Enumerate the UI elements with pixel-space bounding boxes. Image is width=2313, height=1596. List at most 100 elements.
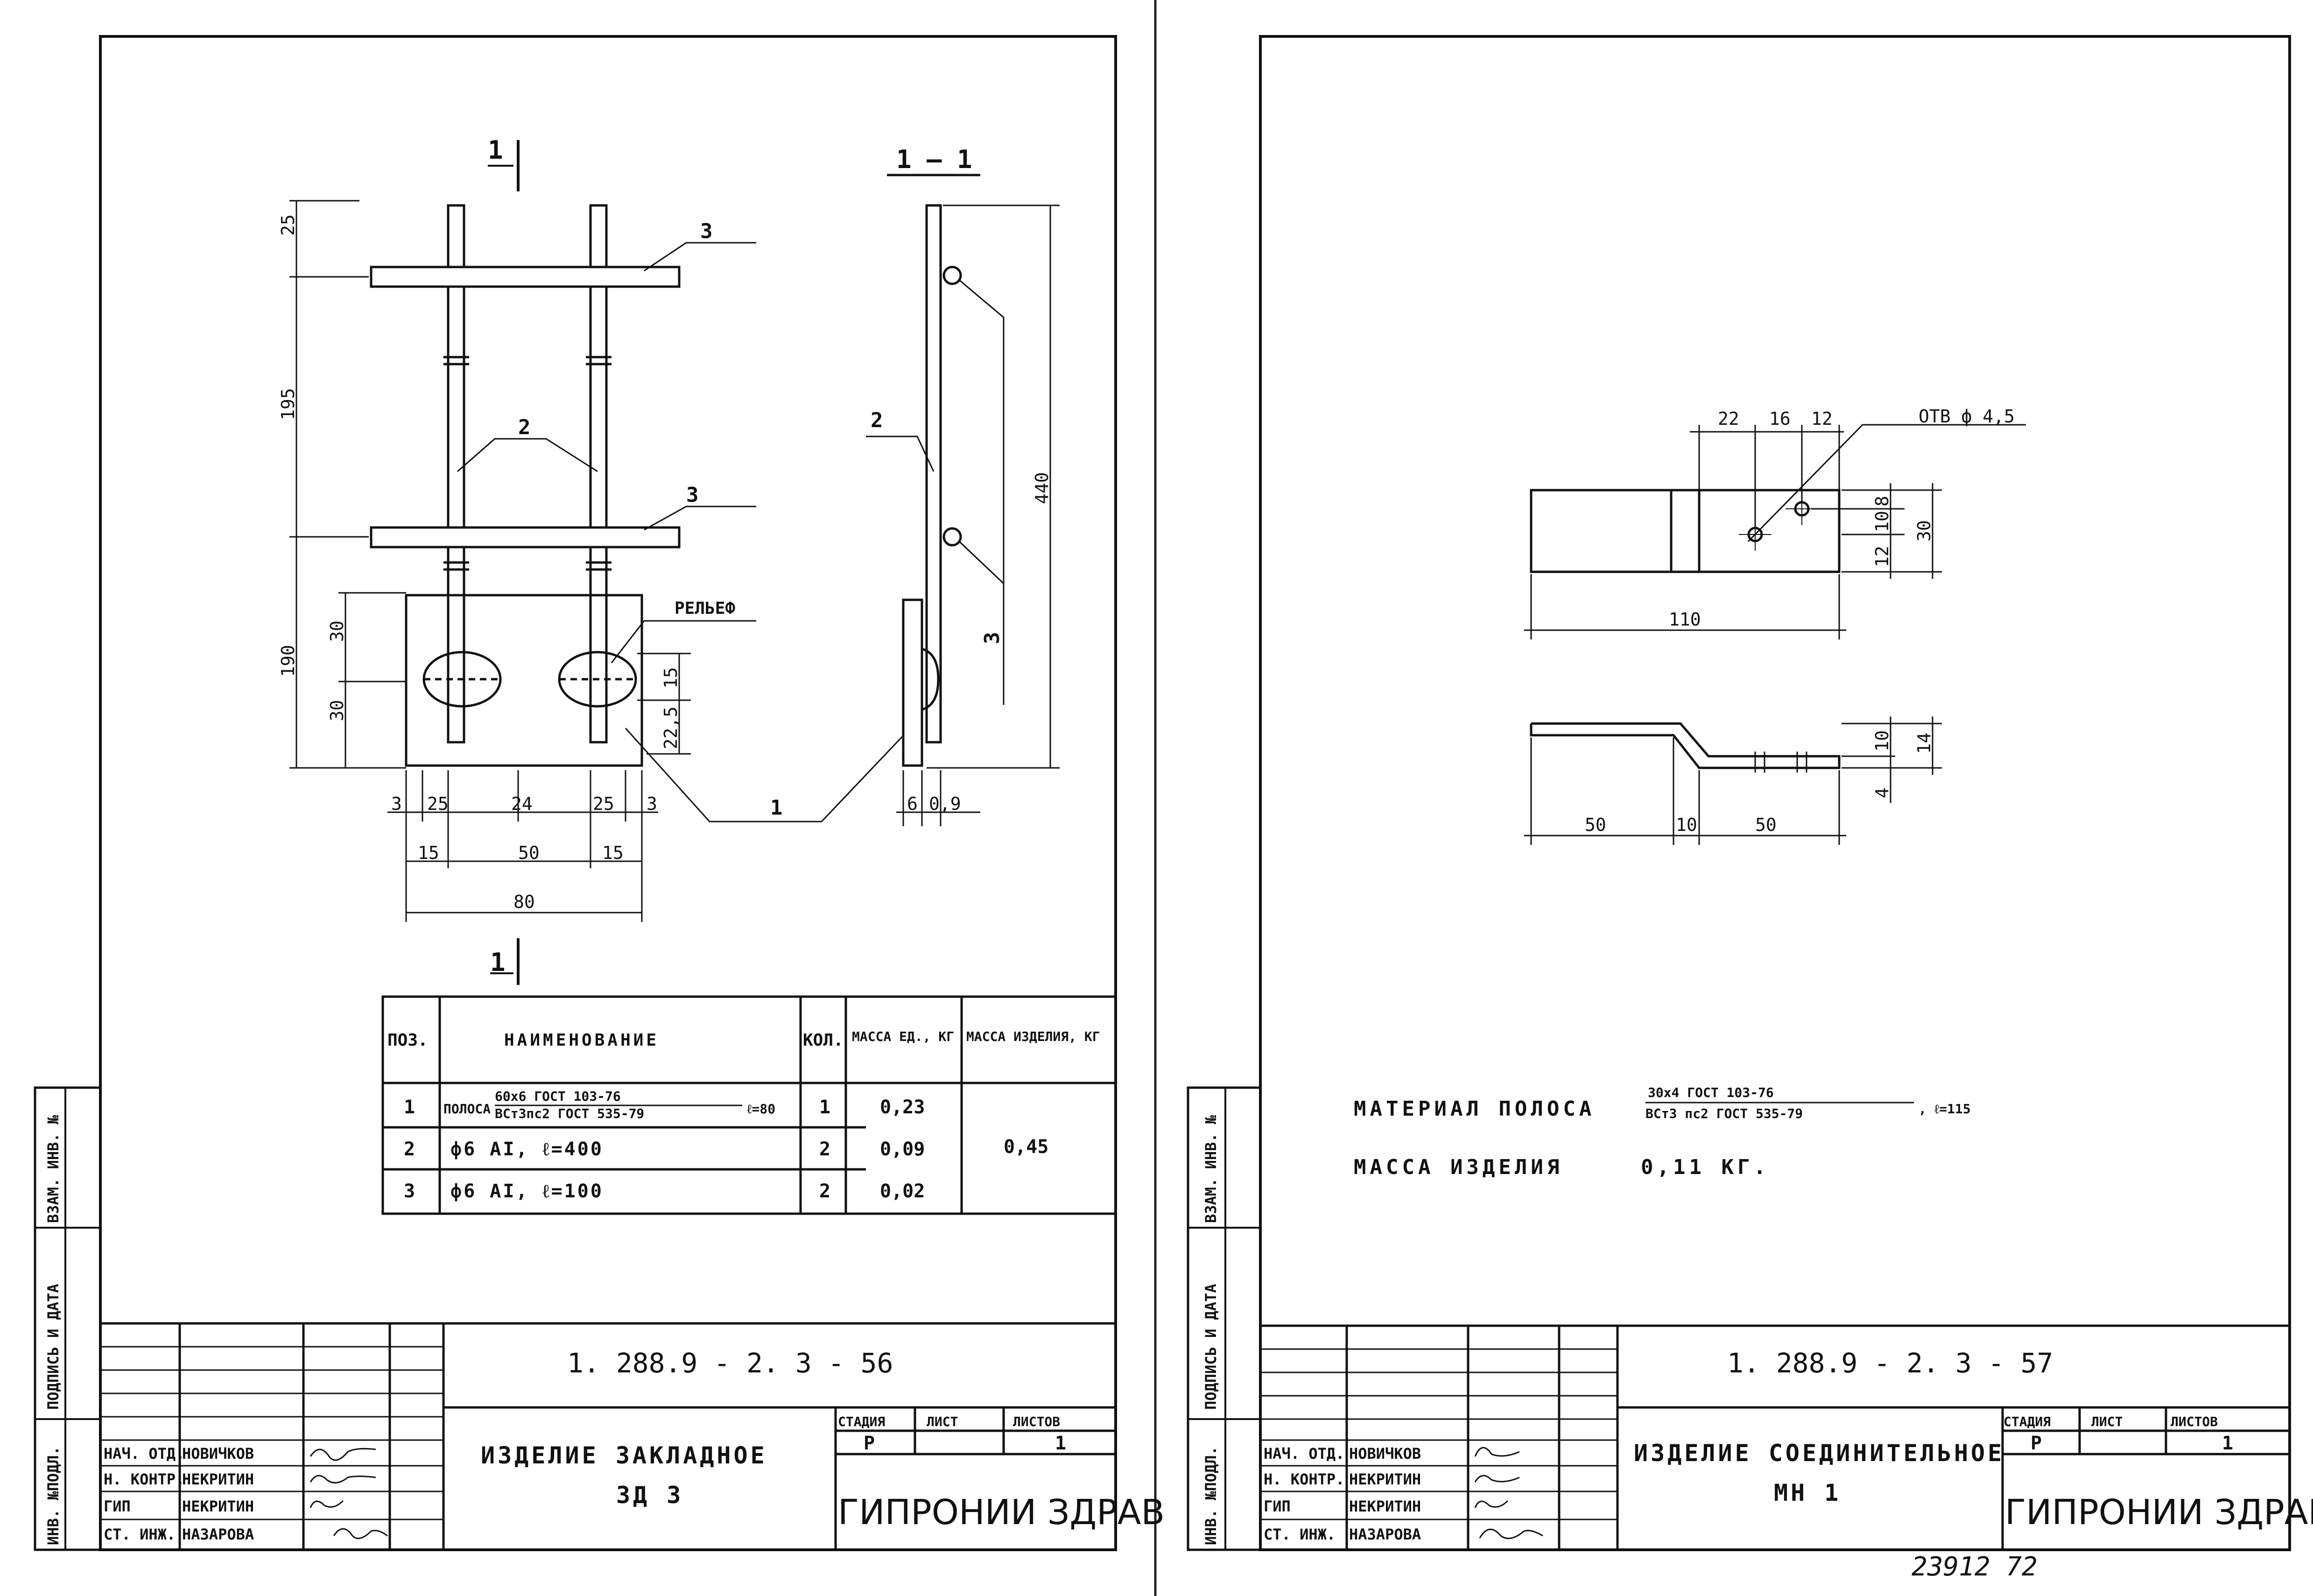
role-label: НАЧ. ОТД. <box>104 1445 184 1462</box>
relief-label: РЕЛЬЕФ <box>675 599 735 618</box>
dim-label: 12 <box>1872 546 1892 567</box>
spec-mass: 0,02 <box>880 1181 925 1202</box>
part-top-dims <box>1524 424 2026 640</box>
spec-qty: 2 <box>819 1139 830 1160</box>
spec-table: ПОЗ. НАИМЕНОВАНИЕ КОЛ. МАССА ЕД., КГ МАС… <box>381 995 1117 1215</box>
role-name: НАЗАРОВА <box>1349 1526 1421 1543</box>
dim-label: 30 <box>327 700 347 721</box>
title-block-left: 1. 288.9 - 2. 3 - 56 ИЗДЕЛИЕ ЗАКЛАДНОЕ З… <box>100 1322 1165 1550</box>
dim-label: 24 <box>511 794 533 814</box>
dim-label: 3 <box>647 794 657 814</box>
mass-label: МАССА ИЗДЕЛИЯ <box>1354 1155 1563 1179</box>
dim-label: 50 <box>1755 815 1777 835</box>
spec-mass: 0,09 <box>880 1139 925 1160</box>
dim-label: 80 <box>513 892 535 912</box>
dim-label: 15 <box>602 843 624 863</box>
role-label: ГИП <box>1264 1498 1291 1515</box>
sheets-header: ЛИСТОВ <box>2171 1414 2218 1429</box>
dim-label: 50 <box>518 843 540 863</box>
dim-label: 22 <box>1718 408 1739 429</box>
role-label: СТ. ИНЖ. <box>1264 1526 1336 1543</box>
doc-title: ИЗДЕЛИЕ ЗАКЛАДНОЕ <box>481 1442 767 1469</box>
dim-label: 8 <box>1872 496 1892 506</box>
side-stamp-right: ИНВ. №ПОДЛ. ПОДПИСЬ И ДАТА ВЗАМ. ИНВ. № <box>1187 1086 1262 1551</box>
drawing-text: ПОДПИСЬ И ДАТА <box>44 1284 62 1410</box>
material-bottom: ВСт3 пс2 ГОСТ 535-79 <box>1645 1106 1803 1121</box>
spec-frac-top: 60х6 ГОСТ 103-76 <box>495 1089 621 1104</box>
signature-marks <box>309 1448 388 1540</box>
archive-number: 23912 72 <box>1912 1552 2038 1582</box>
section-mark-bottom: 1 <box>490 938 520 985</box>
dim-label: 30 <box>1914 520 1934 541</box>
material-top: 30х4 ГОСТ 103-76 <box>1648 1085 1774 1100</box>
plan-bars <box>370 266 681 548</box>
stage-value: Р <box>2031 1433 2042 1454</box>
material-label: МАТЕРИАЛ ПОЛОСА <box>1354 1097 1595 1121</box>
section-view <box>902 204 962 767</box>
spec-total-mass: 0,45 <box>1004 1136 1048 1158</box>
left-sheet: 1 1 <box>34 35 1165 1551</box>
org-name: ГИПРОНИИ ЗДРАВ <box>2005 1492 2313 1533</box>
dim-label: 12 <box>1811 408 1833 429</box>
signature-marks <box>1474 1447 1543 1540</box>
dim-label: 190 <box>278 645 298 677</box>
role-label: НАЧ. ОТД. <box>1264 1445 1344 1462</box>
dim-label: 10 <box>1872 511 1892 532</box>
dim-label: 110 <box>1669 609 1701 630</box>
spec-name: ф6 АI, ℓ=400 <box>450 1139 604 1160</box>
drawing-text: ИНВ. №ПОДЛ. <box>44 1446 62 1545</box>
pos-label: 3 <box>980 632 1004 645</box>
doc-title: ИЗДЕЛИЕ СОЕДИНИТЕЛЬНОЕ <box>1634 1440 2004 1467</box>
role-name: НЕКРИТИН <box>182 1498 254 1515</box>
spec-name-pre: ПОЛОСА <box>443 1101 491 1117</box>
material-length: , ℓ=115 <box>1919 1101 1971 1117</box>
dim-label: 25 <box>593 794 614 814</box>
spec-header: КОЛ. <box>803 1031 844 1050</box>
dim-label: 6 <box>907 794 918 814</box>
dim-label: 16 <box>1769 408 1791 429</box>
spec-frac-bottom: ВСт3пс2 ГОСТ 535-79 <box>495 1106 644 1121</box>
side-stamp-left: ИНВ. №ПОДЛ. ПОДПИСЬ И ДАТА ВЗАМ. ИНВ. № <box>34 1086 102 1551</box>
doc-number: 1. 288.9 - 2. 3 - 56 <box>567 1347 893 1379</box>
sheets-header: ЛИСТОВ <box>1013 1414 1060 1429</box>
dim-label: 4 <box>1872 787 1892 798</box>
right-frame <box>1259 35 2291 1551</box>
section-dim-lines <box>866 204 1060 826</box>
role-name: НАЗАРОВА <box>182 1526 254 1543</box>
doc-number: 1. 288.9 - 2. 3 - 57 <box>1727 1347 2053 1379</box>
pos-label: 3 <box>700 219 713 243</box>
stage-value: Р <box>864 1433 875 1454</box>
pos-label: 3 <box>686 483 699 507</box>
role-name: НЕКРИТИН <box>182 1470 254 1488</box>
title-block-right: 1. 288.9 - 2. 3 - 57 ИЗДЕЛИЕ СОЕДИНИТЕЛЬ… <box>1260 1324 2313 1550</box>
org-name: ГИПРОНИИ ЗДРАВ <box>838 1492 1165 1533</box>
spec-qty: 1 <box>819 1097 830 1118</box>
dim-label: 25 <box>427 794 449 814</box>
spec-mass: 0,23 <box>880 1097 925 1118</box>
left-frame <box>99 35 1117 1551</box>
spec-pos: 3 <box>404 1181 415 1202</box>
spec-name-post: ℓ=80 <box>747 1101 775 1117</box>
dim-label: 3 <box>391 794 402 814</box>
role-name: НЕКРИТИН <box>1349 1470 1421 1488</box>
mass-value: 0,11 КГ. <box>1641 1155 1770 1179</box>
doc-subtitle: ЗД 3 <box>616 1482 683 1509</box>
role-label: Н. КОНТР. <box>1264 1470 1344 1488</box>
part-top-view <box>1530 489 1841 573</box>
plan-plate <box>405 594 643 767</box>
spec-header: ПОЗ. <box>387 1031 428 1050</box>
spec-qty: 2 <box>819 1181 830 1202</box>
drawing-text: ИНВ. №ПОДЛ. <box>1202 1446 1220 1545</box>
part-side-view <box>1530 722 1841 773</box>
pos-label: 2 <box>871 408 883 432</box>
drawing-text: ВЗАМ. ИНВ. № <box>44 1115 62 1223</box>
section-title: 1 — 1 <box>896 145 972 174</box>
dim-label: 15 <box>418 843 439 863</box>
spec-header: НАИМЕНОВАНИЕ <box>504 1031 659 1050</box>
doc-subtitle: МН 1 <box>1774 1479 1841 1506</box>
dim-label: 22,5 <box>661 706 681 749</box>
part-side-dims <box>1524 717 1942 845</box>
plan-rods <box>443 204 612 744</box>
role-label: СТ. ИНЖ. <box>104 1526 176 1543</box>
